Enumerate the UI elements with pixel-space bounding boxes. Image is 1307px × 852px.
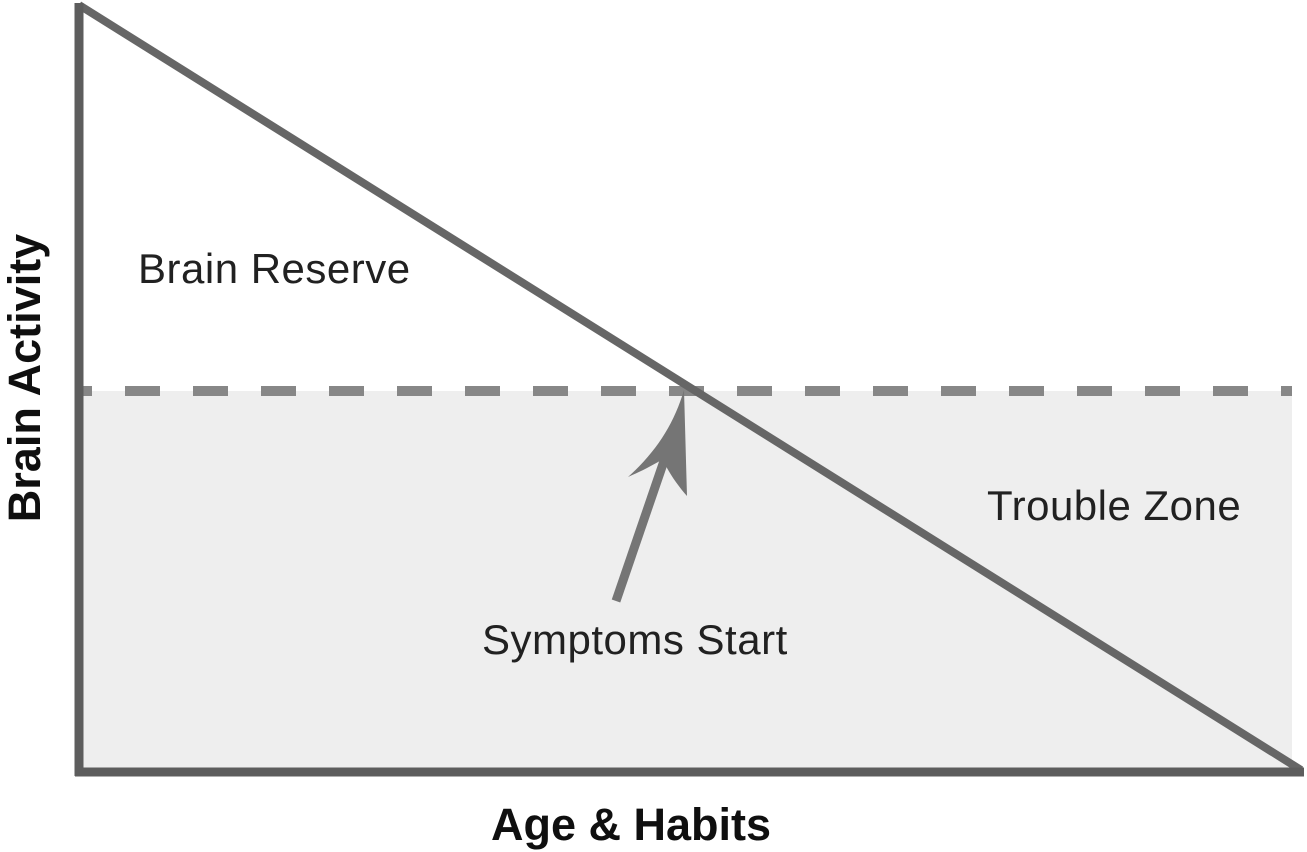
- decline-line: [76, 1, 1304, 774]
- symptoms-arrow-head: [628, 390, 687, 496]
- symptoms-arrow-shaft: [611, 456, 670, 603]
- trouble-zone-area: [83, 391, 1292, 769]
- symptoms-start-label: Symptoms Start: [482, 616, 788, 663]
- trouble-zone-label: Trouble Zone: [987, 482, 1241, 529]
- y-axis-label: Brain Activity: [0, 234, 50, 522]
- x-axis-label: Age & Habits: [491, 799, 771, 850]
- symptoms-arrow: [611, 390, 687, 603]
- brain-reserve-label: Brain Reserve: [138, 245, 411, 292]
